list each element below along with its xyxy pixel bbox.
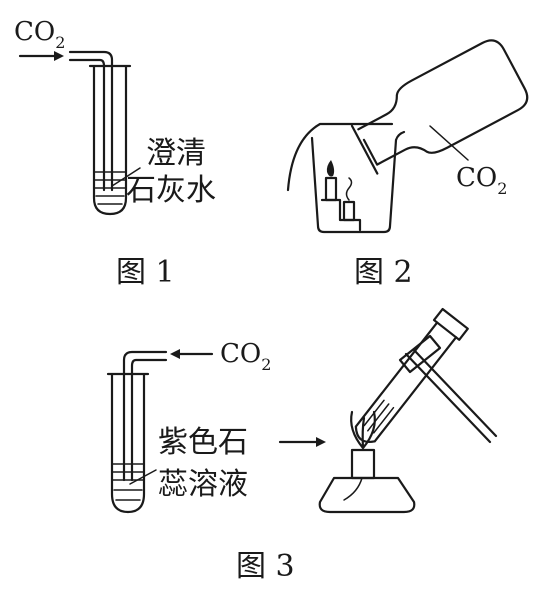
fig2-co2-label: CO2 (456, 163, 507, 198)
fig2-gas-bottle (350, 39, 529, 175)
fig3-gas-arrow (170, 349, 214, 359)
fig2-leader (429, 125, 469, 161)
fig3-liquid (112, 463, 144, 501)
fig3-flame-arrow (278, 437, 326, 447)
fig3-alcohol-lamp (318, 448, 416, 514)
fig2-cardboard (286, 122, 394, 192)
fig3-leader (129, 469, 157, 485)
fig1-gas-arrow (18, 51, 64, 61)
fig2-candle-lower (342, 177, 356, 222)
fig1-delivery-tube (68, 50, 114, 192)
fig3-flame (350, 410, 376, 450)
figure-1: CO2 澄清 石灰水 图 1 (14, 17, 216, 290)
figure-3: CO2 紫色石 蕊溶液 (106, 307, 498, 584)
figure-2: CO2 图 2 (286, 39, 529, 290)
fig1-liquid (94, 171, 126, 205)
fig2-beaker (310, 130, 406, 234)
fig3-liquid-label-2: 蕊溶液 (158, 467, 248, 502)
fig3-co2-label: CO2 (220, 339, 271, 374)
fig3-liquid-label-1: 紫色石 (158, 425, 248, 460)
fig3-tube-holder (398, 334, 498, 444)
fig3-heated-tube (354, 307, 469, 443)
fig1-liquid-label-1: 澄清 (146, 136, 206, 171)
fig3-caption: 图 3 (236, 549, 295, 584)
fig3-delivery-tube (122, 350, 168, 482)
fig1-test-tube (88, 64, 132, 216)
fig1-co2-label: CO2 (14, 17, 65, 52)
fig2-candle-upper (324, 160, 338, 202)
fig1-leader (111, 167, 141, 187)
fig3-test-tube (106, 372, 150, 514)
fig2-caption: 图 2 (354, 255, 413, 290)
fig1-liquid-label-2: 石灰水 (126, 173, 216, 208)
fig1-caption: 图 1 (116, 255, 175, 290)
